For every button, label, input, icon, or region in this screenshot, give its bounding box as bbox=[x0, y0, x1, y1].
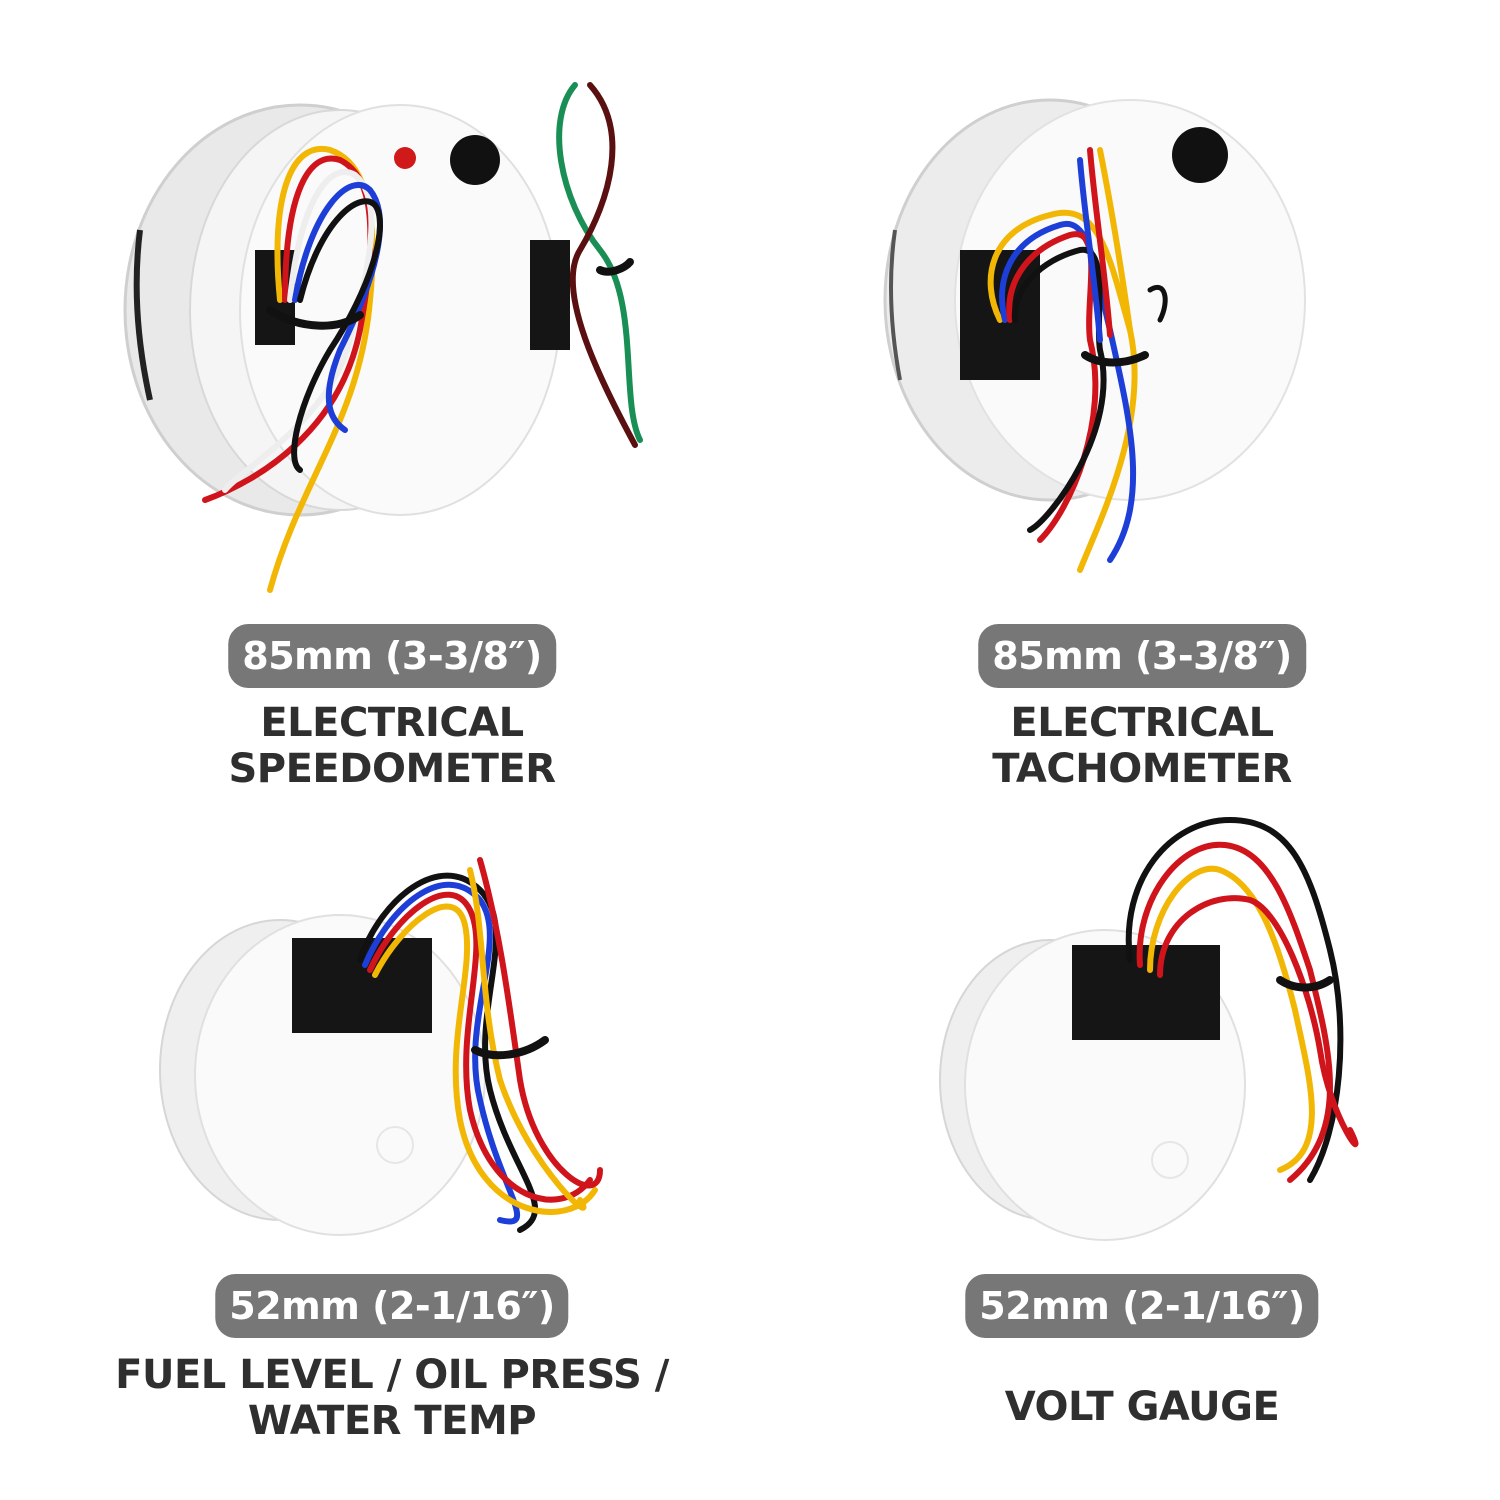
size-badge: 85mm (3-3/8″) bbox=[228, 624, 556, 688]
small-gauge-photo bbox=[159, 857, 603, 1236]
product-title: VOLT GAUGE bbox=[1005, 1384, 1280, 1430]
product-title: FUEL LEVEL ∕ OIL PRESS ∕ WATER TEMP bbox=[115, 1352, 669, 1444]
product-title: ELECTRICAL SPEEDOMETER bbox=[228, 700, 556, 792]
product-title-line: ELECTRICAL bbox=[1010, 700, 1274, 746]
product-title-line: WATER TEMP bbox=[247, 1398, 537, 1444]
size-badge: 52mm (2-1/16″) bbox=[965, 1274, 1319, 1338]
product-volt-gauge: 52mm (2-1/16″) VOLT GAUGE bbox=[750, 750, 1500, 1500]
product-title-line: SPEEDOMETER bbox=[228, 746, 556, 792]
product-title-line: VOLT GAUGE bbox=[1004, 1384, 1280, 1430]
tachometer-gauge-photo bbox=[883, 98, 1306, 573]
product-title-line: ELECTRICAL bbox=[260, 700, 524, 746]
product-fuel-oil-water: 52mm (2-1/16″) FUEL LEVEL ∕ OIL PRESS ∕ … bbox=[0, 750, 750, 1500]
product-title-line: FUEL LEVEL ∕ OIL PRESS ∕ bbox=[115, 1352, 669, 1398]
size-badge: 85mm (3-3/8″) bbox=[978, 624, 1306, 688]
product-tachometer: 85mm (3-3/8″) ELECTRICAL TACHOMETER bbox=[750, 0, 1500, 792]
speedometer-gauge-photo bbox=[123, 82, 643, 593]
product-title: ELECTRICAL TACHOMETER bbox=[992, 700, 1292, 792]
size-badge: 52mm (2-1/16″) bbox=[215, 1274, 569, 1338]
volt-gauge-photo bbox=[939, 816, 1359, 1241]
product-speedometer: 85mm (3-3/8″) ELECTRICAL SPEEDOMETER bbox=[0, 0, 750, 792]
product-title-line: TACHOMETER bbox=[992, 746, 1292, 792]
